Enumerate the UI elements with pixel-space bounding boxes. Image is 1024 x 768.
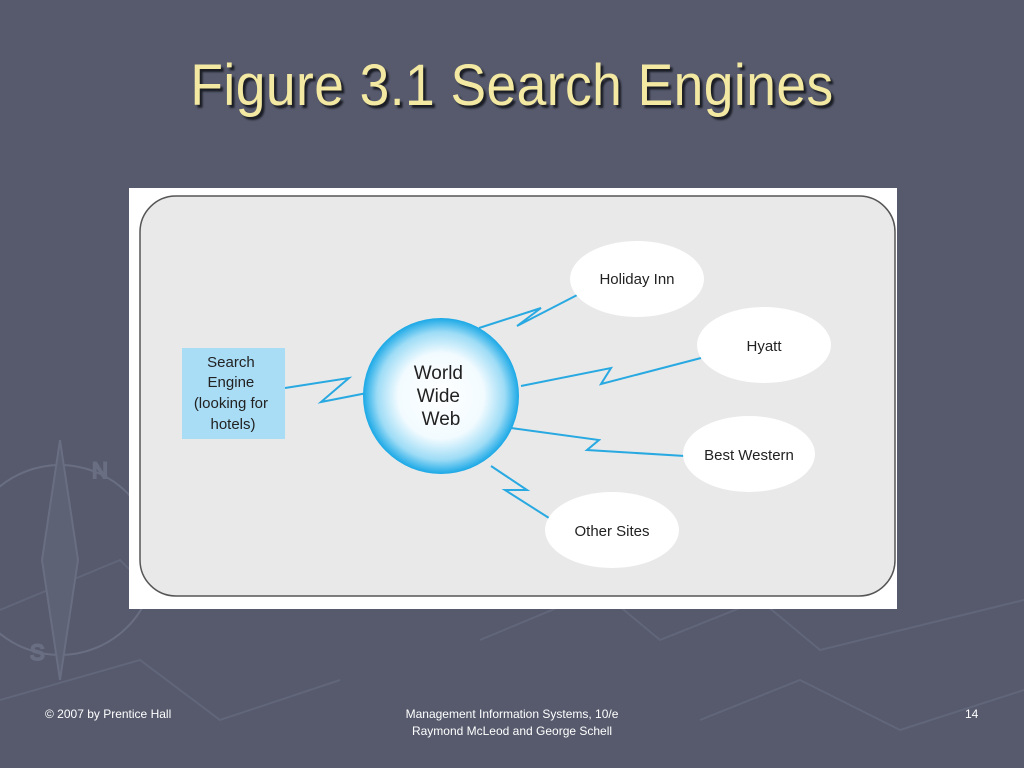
- footer-book-title: Management Information Systems, 10/e: [405, 707, 619, 721]
- diagram-canvas: Search Engine (looking for hotels) World…: [139, 195, 896, 597]
- site-other-sites-node: [545, 492, 679, 568]
- connector-web-to-best-western: [510, 427, 686, 457]
- footer-book-info: Management Information Systems, 10/e Ray…: [312, 706, 712, 740]
- svg-text:N: N: [92, 458, 108, 483]
- site-best-western-node: [683, 416, 815, 492]
- hub-label-line: Web: [422, 409, 461, 430]
- search-engine-label-line: (looking for: [194, 395, 268, 412]
- page-number: 14: [965, 707, 979, 721]
- site-label: Holiday Inn: [599, 271, 674, 288]
- search-engine-label-line: hotels): [210, 416, 255, 433]
- hub-label-line: Wide: [417, 386, 460, 407]
- svg-text:Search Engine (loo: Search Engine (looking for hotels): [194, 354, 272, 433]
- search-engine-label-line: Engine: [208, 374, 255, 391]
- svg-text:World Wide Web: World Wide Web: [414, 363, 469, 430]
- connector-web-to-other-sites: [490, 465, 550, 519]
- site-label: Hyatt: [746, 338, 782, 355]
- connector-search-to-web: [284, 376, 368, 404]
- svg-text:S: S: [30, 640, 45, 665]
- connector-web-to-hyatt: [520, 357, 702, 387]
- connector-web-to-holiday-inn: [478, 291, 584, 329]
- search-engine-label-line: Search: [207, 354, 255, 371]
- hub-label-line: World: [414, 363, 463, 384]
- site-label: Best Western: [704, 447, 794, 464]
- site-label: Other Sites: [574, 523, 649, 540]
- compass-icon: N S: [0, 439, 156, 681]
- search-engine-box: [182, 348, 285, 439]
- footer-copyright: © 2007 by Prentice Hall: [45, 707, 172, 721]
- footer-authors: Raymond McLeod and George Schell: [411, 724, 613, 738]
- search-engine-figure: Search Engine (looking for hotels) World…: [129, 188, 897, 609]
- site-holiday-inn-node: [570, 241, 704, 317]
- site-hyatt-node: [697, 307, 831, 383]
- slide-title: Figure 3.1 Search Engines: [190, 53, 834, 118]
- world-wide-web-hub: [363, 318, 519, 474]
